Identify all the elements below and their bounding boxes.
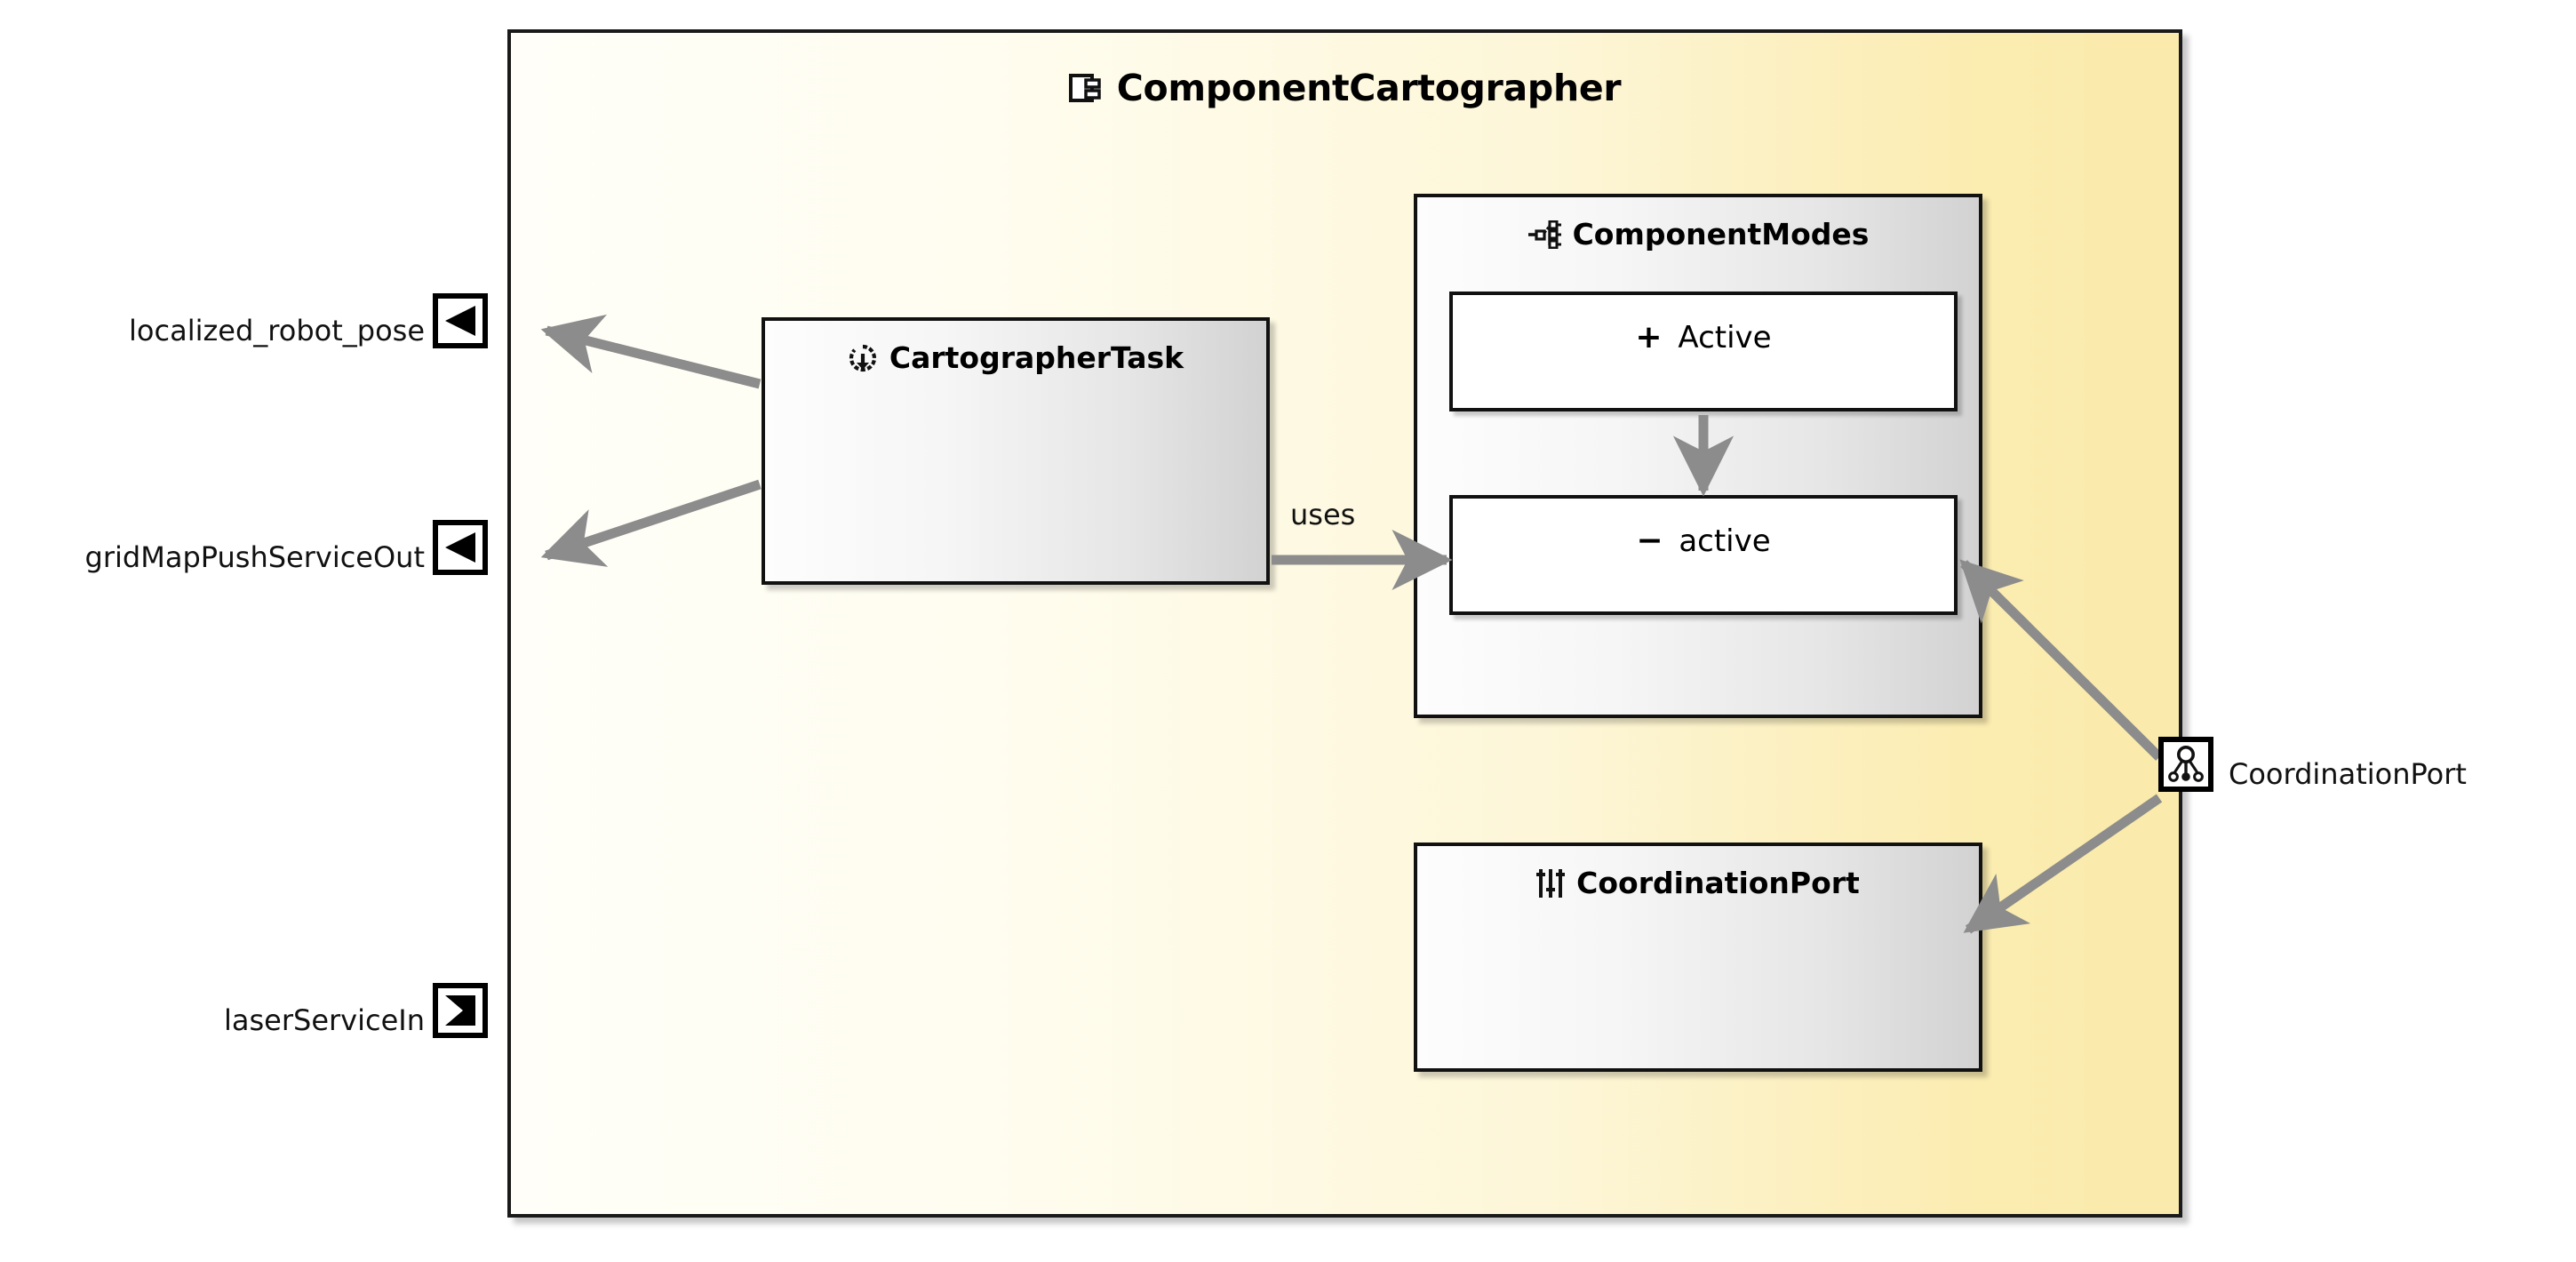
component-icon	[1068, 73, 1103, 103]
port-label-gridmappushserviceout: gridMapPushServiceOut	[84, 540, 425, 574]
visibility-symbol-private: −	[1636, 523, 1663, 559]
state-name-active-public: Active	[1678, 319, 1772, 355]
port-laserservicein[interactable]	[433, 983, 488, 1038]
sliders-icon	[1536, 868, 1566, 899]
cartographer-task-name: CartographerTask	[889, 340, 1184, 375]
task-cycle-icon	[848, 343, 878, 373]
component-modes-name: ComponentModes	[1572, 217, 1870, 252]
state-label-active-private: − active	[1636, 523, 1770, 559]
state-label-active-public: + Active	[1635, 319, 1771, 355]
visibility-symbol-public: +	[1635, 319, 1663, 355]
output-port-arrow-icon	[442, 302, 479, 339]
component-title: ComponentCartographer	[511, 67, 2179, 112]
port-localized-robot-pose[interactable]	[433, 293, 488, 348]
port-gridmappushserviceout[interactable]	[433, 520, 488, 575]
mode-hierarchy-icon	[1527, 220, 1561, 249]
cartographer-task-title: CartographerTask	[765, 340, 1266, 380]
component-modes-box[interactable]: ComponentModes	[1414, 194, 1982, 718]
port-label-coordination-port: CoordinationPort	[2229, 757, 2467, 791]
output-port-arrow-icon	[442, 529, 479, 566]
state-name-active-private: active	[1679, 523, 1771, 559]
port-label-laserservicein: laserServiceIn	[224, 1003, 425, 1037]
component-name-text: ComponentCartographer	[1116, 67, 1622, 109]
input-port-arrow-icon	[442, 992, 479, 1029]
uses-label: uses	[1290, 498, 1356, 531]
component-modes-title: ComponentModes	[1417, 217, 1979, 256]
coordination-tree-icon	[2166, 745, 2205, 784]
port-coordination-port[interactable]	[2158, 737, 2213, 792]
cartographer-task-box[interactable]: CartographerTask	[762, 317, 1270, 585]
port-label-localized-robot-pose: localized_robot_pose	[129, 314, 425, 347]
coordination-port-title: CoordinationPort	[1417, 866, 1979, 906]
coordination-port-box[interactable]: CoordinationPort	[1414, 843, 1982, 1072]
coordination-port-name: CoordinationPort	[1576, 866, 1860, 900]
state-box-active-public[interactable]: + Active	[1449, 292, 1958, 411]
state-box-active-private[interactable]: − active	[1449, 495, 1958, 615]
